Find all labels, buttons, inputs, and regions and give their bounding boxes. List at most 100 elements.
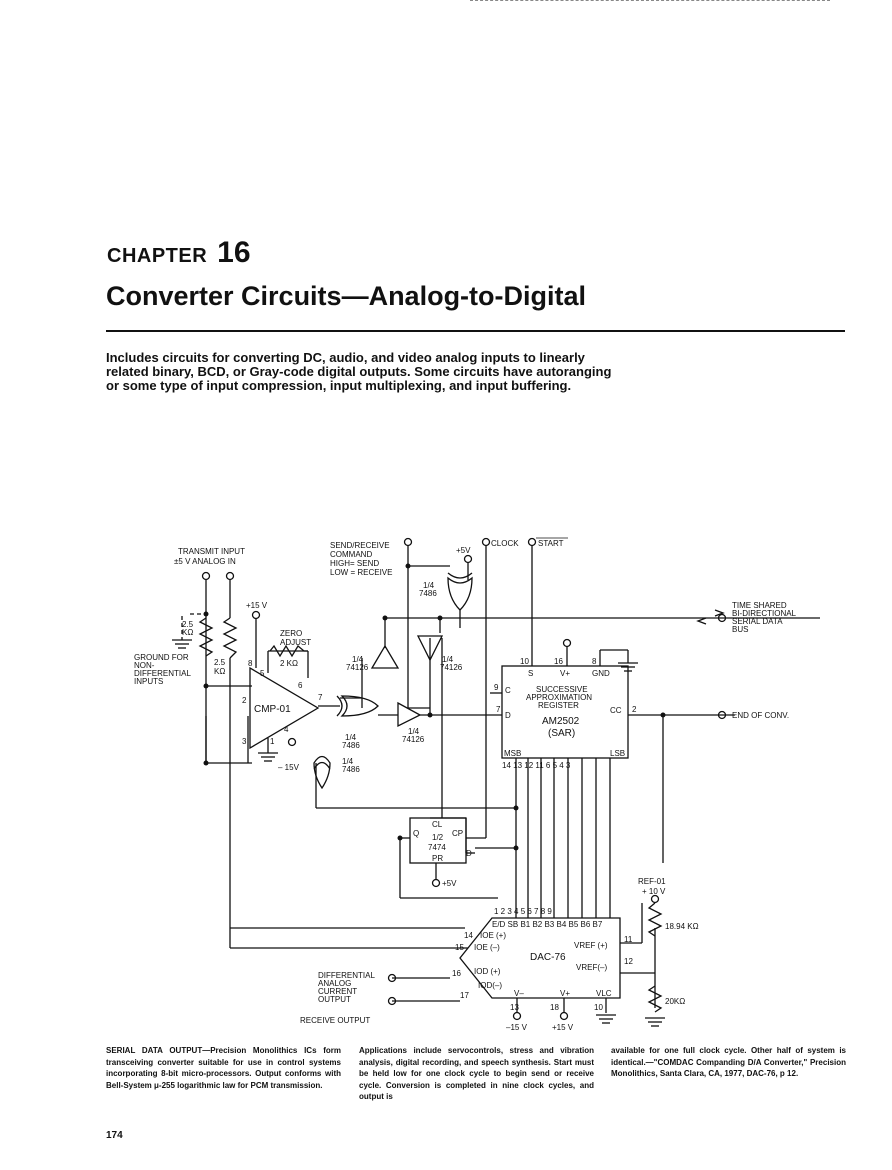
label-dac-vminus: V–	[514, 989, 524, 998]
label-serial-data: SERIAL DATA	[732, 617, 783, 626]
label-ff-part: 7474	[428, 843, 446, 852]
pin-17: 17	[460, 991, 469, 1000]
label-lsb: LSB	[610, 749, 625, 758]
label-analog-in: ±5 V ANALOG IN	[174, 557, 236, 566]
terminal-dac-minus15	[512, 1011, 522, 1021]
label-send-receive: SEND/RECEIVE	[330, 541, 390, 550]
label-plus15-b: +15 V	[552, 1023, 574, 1032]
pin-16: 16	[554, 657, 563, 666]
label-iod-minus: IOD(–)	[478, 981, 502, 990]
top-scan-line	[470, 0, 830, 1]
terminal-plus5	[463, 554, 473, 564]
terminal-minus15	[287, 737, 297, 747]
terminal-diff-out	[387, 973, 397, 983]
label-dac-name: DAC-76	[530, 952, 566, 963]
ground-symbol-opamp	[258, 738, 278, 762]
pin-10: 10	[520, 657, 529, 666]
pin-c1: 1	[270, 737, 275, 746]
label-bus: BUS	[732, 625, 748, 634]
label-ff-half: 1/2	[432, 833, 444, 842]
buffer-74126-mid	[397, 701, 422, 728]
label-sar-5: (SAR)	[548, 728, 575, 739]
terminal-serial-bus	[717, 613, 727, 623]
label-diff-2: ANALOG	[318, 979, 351, 988]
caption-column-3: available for one full clock cycle. Othe…	[611, 1046, 846, 1078]
label-sar-2: APPROXIMATION	[526, 693, 592, 702]
label-inputs: INPUTS	[134, 677, 163, 686]
pin-14: 14	[464, 931, 473, 940]
label-ff-d: D	[466, 849, 472, 858]
label-high-send: HIGH= SEND	[330, 559, 379, 568]
xor-gate-mid	[336, 695, 379, 717]
label-xor-mid-2: 7486	[342, 741, 360, 750]
label-ref-2: + 10 V	[642, 887, 666, 896]
label-res-side-unit: KΩ	[214, 667, 225, 676]
flipflop-7474	[409, 817, 467, 864]
chapter-number: 16	[217, 236, 251, 269]
label-sar-gnd: GND	[592, 669, 610, 678]
label-ioe-plus: IOE (+)	[480, 931, 506, 940]
label-msb: MSB	[504, 749, 521, 758]
pins-dac-top: 1 2 3 4 5 6 7 8 9	[494, 907, 552, 916]
pin-8: 8	[592, 657, 597, 666]
buffer-74126-left	[370, 644, 400, 669]
label-xor-low-1: 1/4	[342, 757, 354, 766]
label-xor-top-1: 1/4	[423, 581, 435, 590]
label-sar-c: C	[505, 686, 511, 695]
terminal-clock	[481, 537, 491, 547]
resistor-2-5k-top	[198, 617, 214, 657]
chapter-title: Converter Circuits—Analog-to-Digital	[106, 281, 587, 311]
label-bidirectional: BI-DIRECTIONAL	[732, 609, 797, 618]
label-ff-pr: PR	[432, 854, 443, 863]
terminal-ref	[650, 894, 660, 904]
label-diff-3: CURRENT	[318, 987, 357, 996]
chapter-label: CHAPTER	[107, 245, 208, 267]
label-ff-cp: CP	[452, 829, 463, 838]
caption-column-2: Applications include servocontrols, stre…	[359, 1046, 594, 1101]
label-plus5v: +5V	[456, 546, 471, 555]
label-buf-mid-1: 1/4	[408, 727, 420, 736]
label-non: NON-	[134, 661, 155, 670]
caption-column-1: SERIAL DATA OUTPUT—Precision Monolithics…	[106, 1046, 341, 1090]
label-vref-minus: VREF(–)	[576, 963, 607, 972]
label-transmit-input: TRANSMIT INPUT	[178, 547, 245, 556]
label-low-receive: LOW = RECEIVE	[330, 568, 392, 577]
label-sar-s: S	[528, 669, 533, 678]
terminal-analog	[225, 571, 235, 581]
wires	[181, 546, 820, 1013]
pin-c3: 3	[242, 737, 247, 746]
label-xor-low-2: 7486	[342, 765, 360, 774]
pin-10b: 10	[594, 1003, 603, 1012]
label-start: START	[538, 539, 564, 548]
pin-13: 13	[510, 1003, 519, 1012]
label-end-conv: END OF CONV.	[732, 711, 789, 720]
xor-gate-top	[447, 572, 473, 611]
label-ff-q: Q	[413, 829, 419, 838]
terminal-sar-vplus	[562, 638, 572, 648]
label-res-top-unit: KΩ	[182, 628, 193, 637]
resistor-20k	[647, 985, 663, 1013]
bus-arrow-in	[714, 609, 725, 617]
terminal-start	[527, 537, 537, 547]
ground-symbol-dac	[596, 1014, 616, 1024]
pin-c2: 2	[242, 696, 247, 705]
label-2k: 2 KΩ	[280, 659, 298, 668]
pin-15: 15	[455, 943, 464, 952]
label-receive-output: RECEIVE OUTPUT	[300, 1016, 370, 1025]
label-ground-for: GROUND FOR	[134, 653, 189, 662]
resistor-18-94k	[647, 902, 663, 937]
junction-dots	[203, 563, 666, 851]
label-res-top: 2.5	[182, 620, 194, 629]
label-dac-pins: E/D SB B1 B2 B3 B4 B5 B6 B7	[492, 920, 603, 929]
label-sar-4: AM2502	[542, 716, 580, 727]
pin-c6: 6	[298, 681, 303, 690]
chapter-heading: CHAPTER 16	[107, 236, 251, 270]
pin-16b: 16	[452, 969, 461, 978]
intro-paragraph: Includes circuits for converting DC, aud…	[106, 350, 612, 393]
label-buf-left-1: 1/4	[352, 655, 364, 664]
label-res-20k: 20KΩ	[665, 997, 685, 1006]
pin-12: 12	[624, 957, 633, 966]
dac-76	[459, 917, 621, 999]
label-plus15v: +15 V	[246, 601, 268, 610]
terminal-plus15	[251, 610, 261, 620]
